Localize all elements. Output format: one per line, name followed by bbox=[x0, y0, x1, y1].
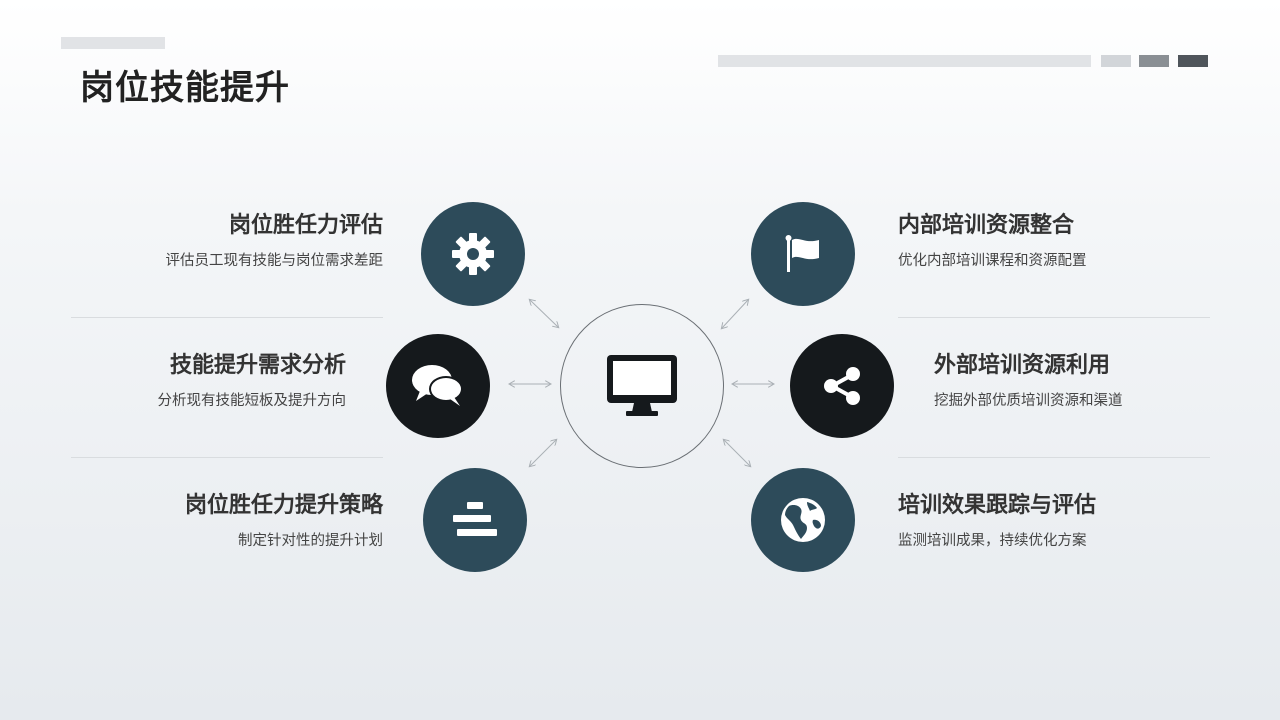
header-decoration-bar-right bbox=[718, 55, 1091, 67]
node-competency-assessment bbox=[421, 202, 525, 306]
arrow-top-right bbox=[722, 300, 748, 328]
stack-icon bbox=[453, 502, 497, 536]
arrow-bottom-right bbox=[724, 440, 750, 466]
globe-icon bbox=[781, 498, 825, 542]
gear-icon bbox=[452, 233, 494, 275]
divider-left-bottom bbox=[71, 457, 383, 458]
item-desc-training-tracking: 监测培训成果，持续优化方案 bbox=[898, 533, 1087, 549]
node-internal-resources bbox=[751, 202, 855, 306]
item-desc-competency-assessment: 评估员工现有技能与岗位需求差距 bbox=[165, 253, 384, 269]
chat-bubbles-icon bbox=[412, 365, 463, 406]
share-icon bbox=[824, 367, 860, 405]
header-decoration-square-mid bbox=[1139, 55, 1169, 67]
node-training-tracking bbox=[751, 468, 855, 572]
item-title-external-resources: 外部培训资源利用 bbox=[934, 353, 1111, 378]
header-decoration-square-dark bbox=[1178, 55, 1208, 67]
flag-icon bbox=[785, 235, 819, 272]
center-node bbox=[560, 304, 724, 468]
monitor-icon bbox=[607, 355, 677, 416]
item-title-training-tracking: 培训效果跟踪与评估 bbox=[898, 493, 1097, 518]
item-desc-internal-resources: 优化内部培训课程和资源配置 bbox=[898, 253, 1087, 269]
arrow-top-left bbox=[530, 300, 558, 327]
header-decoration-square-light bbox=[1101, 55, 1131, 67]
node-skill-needs-analysis bbox=[386, 334, 490, 438]
header-decoration-bar-left bbox=[61, 37, 165, 49]
item-desc-external-resources: 挖掘外部优质培训资源和渠道 bbox=[934, 393, 1123, 409]
page-title: 岗位技能提升 bbox=[80, 68, 290, 108]
divider-right-top bbox=[898, 317, 1210, 318]
node-external-resources bbox=[790, 334, 894, 438]
divider-left-top bbox=[71, 317, 383, 318]
item-desc-competency-strategy: 制定针对性的提升计划 bbox=[238, 533, 383, 549]
item-title-competency-assessment: 岗位胜任力评估 bbox=[228, 213, 383, 238]
item-title-skill-needs-analysis: 技能提升需求分析 bbox=[169, 353, 346, 378]
item-title-internal-resources: 内部培训资源整合 bbox=[898, 213, 1075, 238]
item-desc-skill-needs-analysis: 分析现有技能短板及提升方向 bbox=[157, 393, 347, 409]
arrow-bottom-left bbox=[530, 440, 556, 466]
item-title-competency-strategy: 岗位胜任力提升策略 bbox=[184, 493, 383, 518]
node-competency-strategy bbox=[423, 468, 527, 572]
divider-right-bottom bbox=[898, 457, 1210, 458]
